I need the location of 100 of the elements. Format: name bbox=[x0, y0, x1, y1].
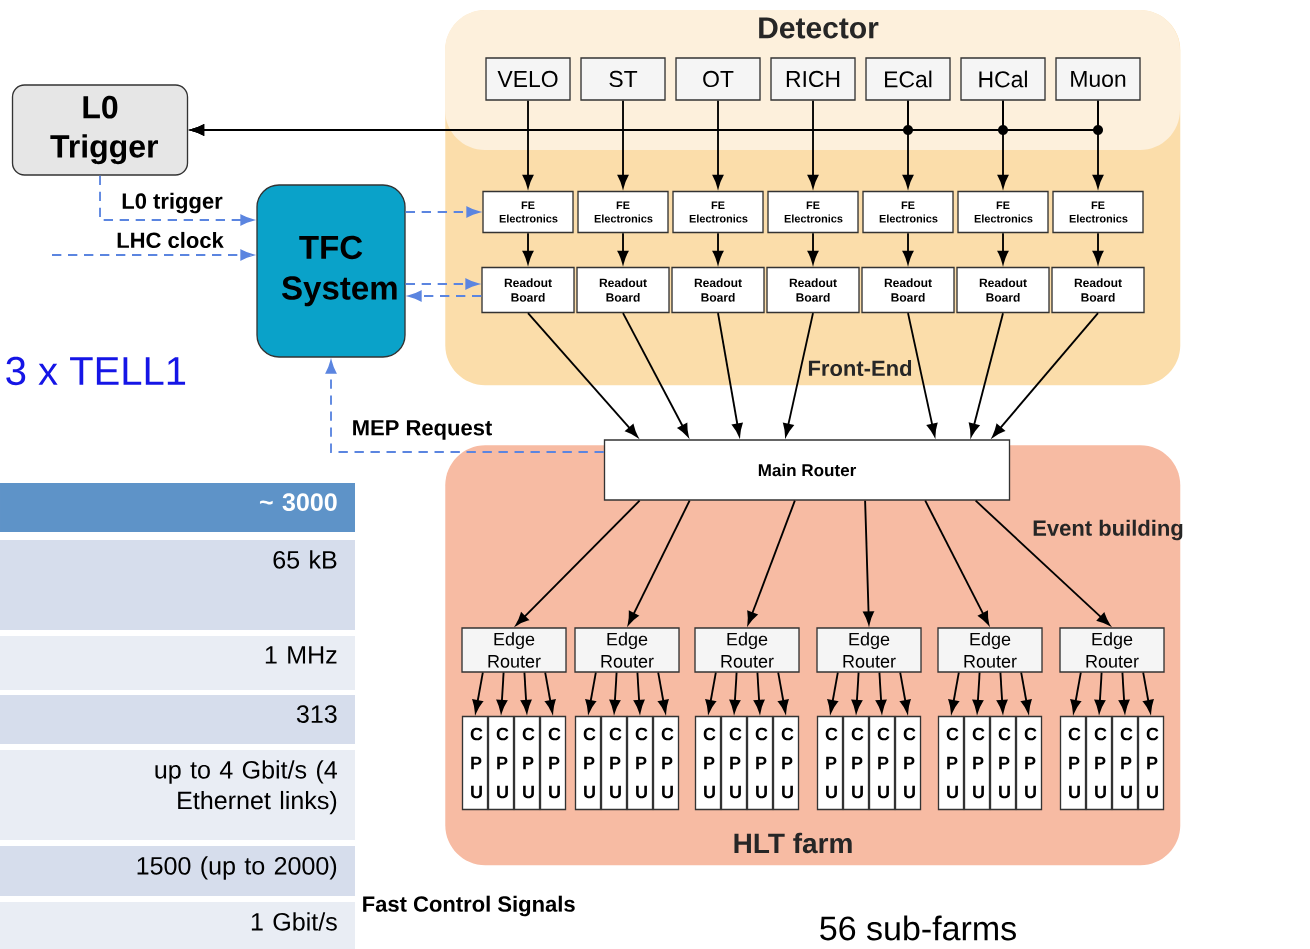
arrow bbox=[622, 312, 689, 437]
readout-board-box: Readout Board bbox=[861, 266, 955, 314]
caption-text: 3 x TELL1 bbox=[6, 356, 186, 386]
arrow bbox=[617, 232, 629, 264]
fe-electronics-box: FE Electronics bbox=[767, 190, 859, 234]
arrow bbox=[1092, 232, 1104, 264]
cpu-box: C P U bbox=[1111, 715, 1139, 811]
fe-electronics-box: FE Electronics bbox=[1052, 190, 1144, 234]
cpu-box: C P U bbox=[842, 715, 870, 811]
cpu-box: C P U bbox=[1015, 715, 1043, 811]
detector-box: RICH bbox=[770, 57, 856, 101]
table-cell: up to 4 Gbit/s (4 Ethernet links) bbox=[0, 750, 355, 840]
arrow bbox=[1142, 671, 1154, 713]
edge-label: MEP Request bbox=[353, 420, 492, 440]
arrow bbox=[875, 671, 887, 713]
edge-router-box: Edge Router bbox=[816, 627, 922, 673]
fe-electronics-box: FE Electronics bbox=[672, 190, 764, 234]
arrow bbox=[863, 499, 874, 625]
tfc-system-box: TFC System bbox=[256, 184, 406, 358]
detector-box: ST bbox=[580, 57, 666, 101]
table-cell: 1 Gbit/s bbox=[0, 902, 355, 949]
arrow bbox=[783, 312, 814, 437]
arrow bbox=[520, 671, 532, 713]
arrow bbox=[1094, 671, 1106, 713]
cpu-box: C P U bbox=[868, 715, 896, 811]
arrow bbox=[972, 671, 984, 713]
cpu-box: C P U bbox=[1085, 715, 1113, 811]
legend-text: Fast Control Signals bbox=[363, 895, 575, 917]
arrow bbox=[404, 278, 479, 290]
arrow bbox=[851, 671, 863, 713]
arrow bbox=[827, 671, 839, 713]
arrow bbox=[609, 671, 621, 713]
arrow bbox=[777, 671, 789, 713]
arrow bbox=[496, 671, 508, 713]
detector-box: OT bbox=[675, 57, 761, 101]
edge-label: LHC clock bbox=[117, 231, 224, 249]
edge-label: L0 trigger bbox=[122, 192, 223, 214]
arrow bbox=[522, 232, 534, 264]
cpu-box: C P U bbox=[1137, 715, 1165, 811]
readout-board-box: Readout Board bbox=[766, 266, 860, 314]
cpu-box: C P U bbox=[963, 715, 991, 811]
detector-box: ECal bbox=[865, 57, 951, 101]
fe-electronics-box: FE Electronics bbox=[862, 190, 954, 234]
trigger-box: L0 Trigger bbox=[11, 84, 189, 176]
arrow bbox=[657, 671, 669, 713]
arrow bbox=[408, 290, 483, 302]
readout-board-box: Readout Board bbox=[1051, 266, 1145, 314]
arrow bbox=[325, 360, 605, 453]
arrow bbox=[996, 671, 1008, 713]
readout-board-box: Readout Board bbox=[671, 266, 765, 314]
arrow bbox=[974, 499, 1111, 626]
cpu-box: C P U bbox=[772, 715, 800, 811]
cpu-box: C P U bbox=[989, 715, 1017, 811]
cpu-box: C P U bbox=[937, 715, 965, 811]
arrow bbox=[907, 312, 938, 437]
fe-electronics-box: FE Electronics bbox=[957, 190, 1049, 234]
cpu-box: C P U bbox=[746, 715, 774, 811]
arrow bbox=[899, 671, 911, 713]
table-cell: 1500 (up to 2000) bbox=[0, 846, 355, 896]
caption-text: 56 sub-farms bbox=[820, 915, 1016, 941]
arrow bbox=[717, 312, 743, 437]
readout-board-box: Readout Board bbox=[576, 266, 670, 314]
arrow bbox=[585, 671, 597, 713]
cpu-box: C P U bbox=[574, 715, 602, 811]
arrow bbox=[968, 312, 1004, 437]
fe-electronics-box: FE Electronics bbox=[482, 190, 574, 234]
readout-board-box: Readout Board bbox=[481, 266, 575, 314]
arrow bbox=[522, 99, 534, 188]
cpu-box: C P U bbox=[894, 715, 922, 811]
arrow bbox=[1070, 671, 1082, 713]
arrow bbox=[992, 312, 1099, 438]
cpu-box: C P U bbox=[1059, 715, 1087, 811]
edge-router-box: Edge Router bbox=[694, 627, 800, 673]
edge-router-box: Edge Router bbox=[461, 627, 567, 673]
cpu-box: C P U bbox=[626, 715, 654, 811]
arrow bbox=[807, 99, 819, 188]
arrow bbox=[633, 671, 645, 713]
arrow bbox=[705, 671, 717, 713]
arrow bbox=[1020, 671, 1032, 713]
arrow bbox=[807, 232, 819, 264]
arrow bbox=[712, 99, 724, 188]
cpu-box: C P U bbox=[816, 715, 844, 811]
arrow bbox=[712, 232, 724, 264]
detector-box: HCal bbox=[960, 57, 1046, 101]
cpu-box: C P U bbox=[720, 715, 748, 811]
arrow bbox=[544, 671, 556, 713]
arrow bbox=[51, 249, 254, 261]
table-cell: 1 MHz bbox=[0, 636, 355, 690]
arrow bbox=[99, 174, 254, 226]
arrow bbox=[997, 232, 1009, 264]
arrow bbox=[1118, 671, 1130, 713]
detector-box: VELO bbox=[485, 57, 571, 101]
arrow bbox=[924, 499, 990, 625]
table-cell: 65 kB bbox=[0, 540, 355, 630]
readout-board-box: Readout Board bbox=[956, 266, 1050, 314]
cpu-box: C P U bbox=[513, 715, 541, 811]
cpu-box: C P U bbox=[600, 715, 628, 811]
arrow bbox=[747, 499, 796, 625]
arrow bbox=[948, 671, 960, 713]
edge-router-box: Edge Router bbox=[574, 627, 680, 673]
